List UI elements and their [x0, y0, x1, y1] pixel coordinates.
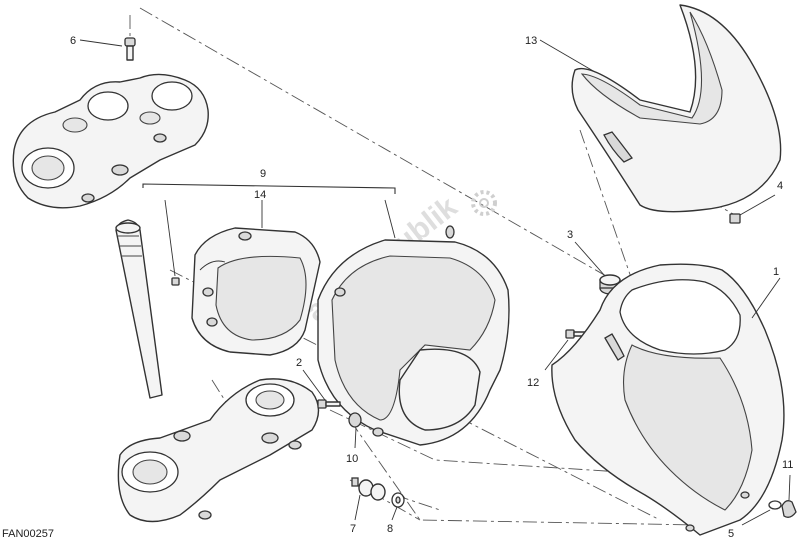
callout-11: 11	[782, 459, 793, 471]
callout-10: 10	[346, 453, 358, 465]
callout-7: 7	[350, 523, 356, 535]
diagram-code: FAN00257	[2, 528, 54, 540]
screw-2	[317, 399, 341, 409]
callout-4: 4	[777, 180, 783, 192]
steering-stem	[115, 219, 163, 399]
grommet-10	[348, 412, 362, 428]
leader-lines	[79, 39, 791, 526]
callout-12: 12	[527, 377, 539, 389]
callout-2: 2	[296, 357, 302, 369]
callout-3: 3	[567, 229, 573, 241]
cap-11	[781, 500, 797, 518]
callout-8: 8	[387, 523, 393, 535]
headlight-lens-9	[317, 225, 510, 446]
callout-6: 6	[70, 35, 76, 47]
callout-13: 13	[525, 35, 537, 47]
screw-6	[124, 37, 136, 61]
callout-labels: 1 2 3 4 5 6 7 8 9 10 11 12 13 14	[70, 35, 793, 540]
group-bracket-9	[142, 183, 396, 194]
callout-14: 14	[254, 189, 266, 201]
watermark-gear-icon	[471, 190, 497, 216]
upper-triple-clamp	[12, 73, 209, 209]
rubber-mounts-7	[351, 477, 386, 501]
washer-5	[768, 500, 782, 510]
clip-4	[729, 213, 741, 224]
bolt-small	[171, 277, 180, 286]
windscreen-13	[571, 4, 782, 213]
callout-5: 5	[728, 528, 734, 540]
washer-8	[391, 492, 405, 508]
headlight-housing-14	[191, 227, 321, 356]
callout-9: 9	[260, 168, 266, 180]
callout-1: 1	[773, 266, 779, 278]
front-fairing-1	[551, 263, 785, 536]
lower-triple-clamp	[117, 378, 320, 523]
